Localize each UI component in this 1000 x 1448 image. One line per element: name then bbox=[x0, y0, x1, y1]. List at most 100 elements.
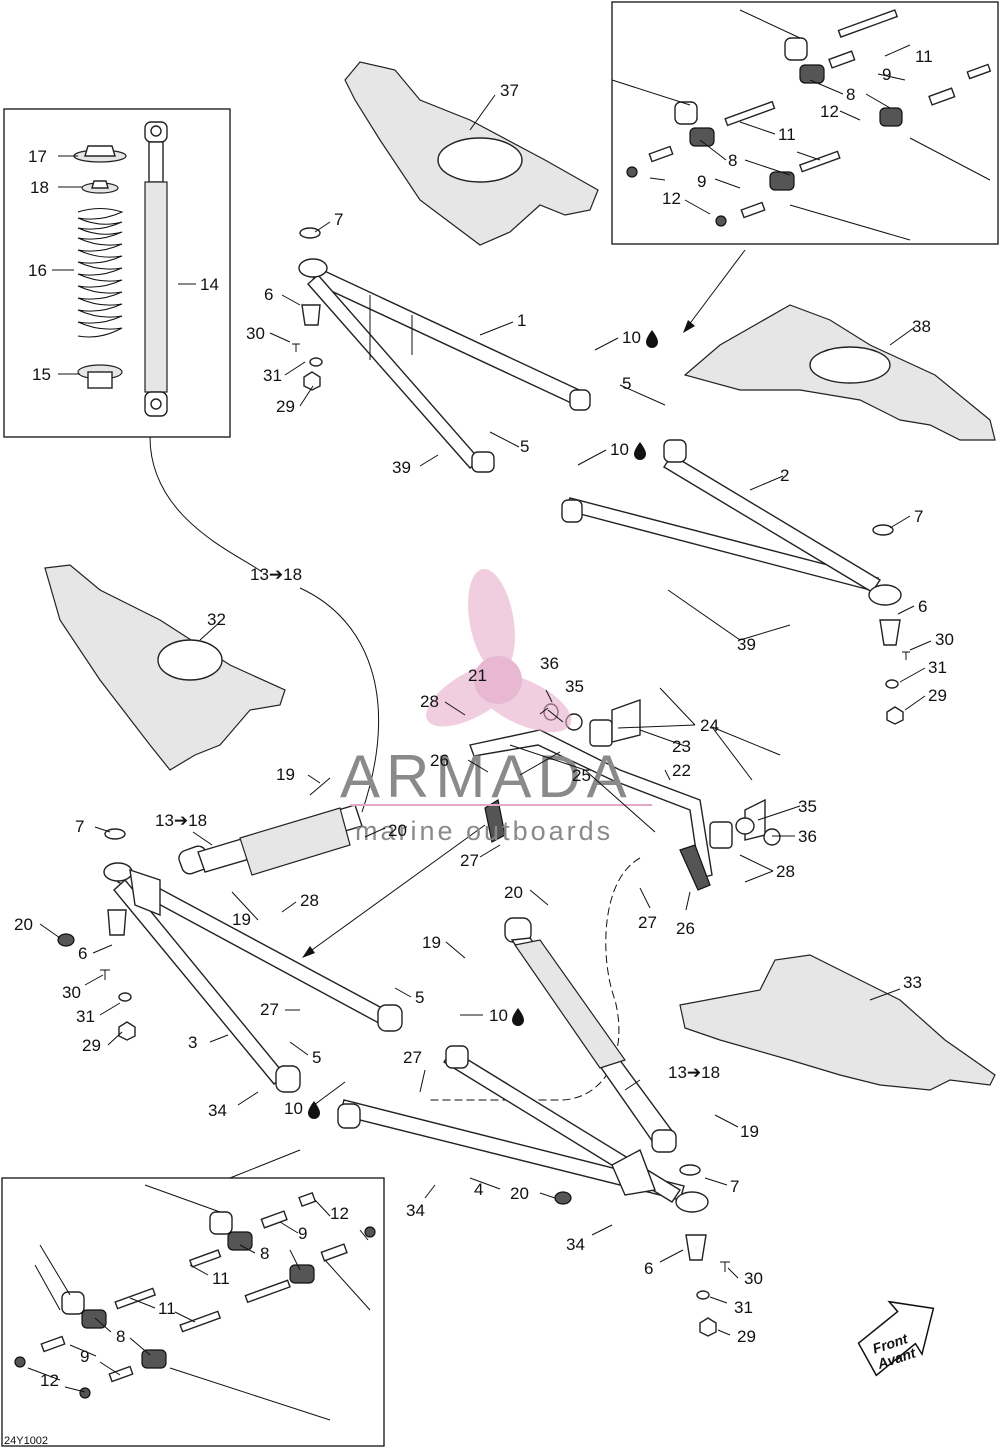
a-arm-2 bbox=[561, 439, 902, 606]
callout-8: 8 bbox=[846, 85, 855, 104]
callout-5: 5 bbox=[520, 437, 529, 456]
leader-curve bbox=[299, 587, 380, 813]
callout-25: 25 bbox=[572, 766, 591, 785]
oil-drop-icon bbox=[308, 330, 658, 1119]
callout-35: 35 bbox=[565, 677, 584, 696]
ball-joint-front-left bbox=[57, 828, 136, 1041]
callout-20: 20 bbox=[388, 821, 407, 840]
bushing-36-right bbox=[763, 828, 781, 846]
a-arm-1 bbox=[298, 258, 592, 473]
spring-16 bbox=[77, 208, 124, 338]
a-arm-3 bbox=[103, 862, 403, 1093]
hidden-path-curve bbox=[430, 857, 641, 1101]
leader-line bbox=[229, 1149, 301, 1179]
callout-29: 29 bbox=[928, 686, 947, 705]
callout-20: 20 bbox=[14, 915, 33, 934]
callout-10: 10 bbox=[622, 328, 641, 347]
callout-29: 29 bbox=[737, 1327, 756, 1346]
callout-19: 19 bbox=[232, 910, 251, 929]
callout-8: 8 bbox=[728, 151, 737, 170]
callout-37: 37 bbox=[500, 81, 519, 100]
callout-6: 6 bbox=[918, 597, 927, 616]
callout-5: 5 bbox=[415, 988, 424, 1007]
callout-13-18: 13➔18 bbox=[155, 811, 207, 830]
watermark-brand: ARMADA bbox=[340, 743, 633, 810]
callout-7: 7 bbox=[914, 507, 923, 526]
callout-1: 1 bbox=[517, 311, 526, 330]
diagram-code: 24Y1002 bbox=[4, 1435, 48, 1447]
callout-11: 11 bbox=[158, 1299, 176, 1318]
callout-16: 16 bbox=[28, 261, 47, 280]
callout-30: 30 bbox=[744, 1269, 763, 1288]
callout-36: 36 bbox=[540, 654, 559, 673]
callout-14: 14 bbox=[200, 275, 219, 294]
callout-9: 9 bbox=[882, 65, 891, 84]
callout-29: 29 bbox=[82, 1036, 101, 1055]
callout-12: 12 bbox=[40, 1371, 59, 1390]
protector-33 bbox=[679, 954, 996, 1091]
callout-34: 34 bbox=[566, 1235, 585, 1254]
bracket-23 bbox=[611, 699, 641, 743]
callout-31: 31 bbox=[263, 366, 282, 385]
callout-22: 22 bbox=[672, 761, 691, 780]
callout-6: 6 bbox=[644, 1259, 653, 1278]
callout-31: 31 bbox=[928, 658, 947, 677]
callout-39: 39 bbox=[392, 458, 411, 477]
callout-12: 12 bbox=[662, 189, 681, 208]
callout-8: 8 bbox=[116, 1327, 125, 1346]
lower-seat-15 bbox=[77, 364, 123, 389]
bushing-group-top bbox=[611, 9, 992, 241]
ball-joint-top-left bbox=[292, 227, 323, 391]
callout-28: 28 bbox=[300, 891, 319, 910]
callout-28: 28 bbox=[420, 692, 439, 711]
arrow-line bbox=[684, 249, 746, 331]
callout-13-18: 13➔18 bbox=[250, 565, 302, 584]
callout-27: 27 bbox=[260, 1000, 279, 1019]
front-direction-arrow: Front Avant bbox=[857, 1300, 935, 1377]
callout-6: 6 bbox=[78, 944, 87, 963]
callout-24: 24 bbox=[700, 716, 719, 735]
protector-37-recess bbox=[437, 137, 523, 183]
shock-detail-inset bbox=[3, 108, 231, 438]
callout-11: 11 bbox=[915, 47, 933, 66]
callout-17: 17 bbox=[28, 147, 47, 166]
callout-29: 29 bbox=[276, 397, 295, 416]
callout-15: 15 bbox=[32, 365, 51, 384]
protector-38-recess bbox=[809, 346, 891, 384]
callout-30: 30 bbox=[935, 630, 954, 649]
callout-28: 28 bbox=[776, 862, 795, 881]
callout-27: 27 bbox=[460, 851, 479, 870]
callout-30: 30 bbox=[62, 983, 81, 1002]
callout-33: 33 bbox=[903, 973, 922, 992]
callout-12: 12 bbox=[820, 102, 839, 121]
protector-32-recess bbox=[157, 639, 223, 681]
callout-27: 27 bbox=[403, 1048, 422, 1067]
callout-6: 6 bbox=[264, 285, 273, 304]
arrow-head bbox=[302, 946, 315, 958]
callout-27: 27 bbox=[638, 913, 657, 932]
callout-7: 7 bbox=[334, 210, 343, 229]
callout-32: 32 bbox=[207, 610, 226, 629]
callout-21: 21 bbox=[468, 666, 487, 685]
bushing-22-right bbox=[709, 821, 733, 849]
callout-9: 9 bbox=[697, 172, 706, 191]
callout-19: 19 bbox=[422, 933, 441, 952]
callout-11: 11 bbox=[212, 1269, 230, 1288]
bushing-detail-inset-bottom bbox=[1, 1177, 385, 1447]
callout-5: 5 bbox=[312, 1048, 321, 1067]
watermark-tagline: marine outboards bbox=[355, 816, 613, 846]
callout-2: 2 bbox=[780, 466, 789, 485]
callout-12: 12 bbox=[330, 1204, 349, 1223]
callout-34: 34 bbox=[406, 1201, 425, 1220]
arrow-line bbox=[304, 824, 486, 956]
leader-curve bbox=[149, 436, 263, 573]
callout-31: 31 bbox=[734, 1298, 753, 1317]
shock-assembly-front bbox=[178, 804, 363, 876]
callout-7: 7 bbox=[75, 817, 84, 836]
callout-23: 23 bbox=[672, 737, 691, 756]
callout-4: 4 bbox=[474, 1180, 483, 1199]
collar-18 bbox=[81, 180, 119, 194]
a-arm-4 bbox=[337, 1045, 709, 1213]
callout-7: 7 bbox=[730, 1177, 739, 1196]
